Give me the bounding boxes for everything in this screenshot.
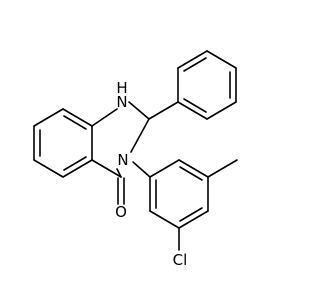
bond-inner <box>63 115 87 130</box>
bond <box>116 168 122 178</box>
bond <box>33 108 64 127</box>
bond <box>62 159 93 178</box>
atom-label-oxygen: O <box>115 203 127 221</box>
bond <box>177 50 208 69</box>
bond <box>178 210 209 229</box>
atom-label-nh-h: H <box>116 79 127 97</box>
bond <box>207 159 238 178</box>
bond <box>91 159 122 178</box>
bond-inner <box>183 98 207 113</box>
atom-labels: H N N O Cl <box>115 79 187 269</box>
atom-label-chlorine: Cl <box>173 251 188 269</box>
bond <box>149 159 180 178</box>
bond <box>178 159 209 178</box>
bond-inner <box>183 57 207 72</box>
bond <box>149 210 180 229</box>
bonds <box>33 50 238 251</box>
bond <box>91 108 118 127</box>
bond-inner <box>179 207 203 222</box>
bond <box>177 101 208 120</box>
bond <box>148 101 179 120</box>
atom-label-n1: N <box>116 93 127 111</box>
bond-inner <box>63 156 87 171</box>
bond <box>132 161 151 178</box>
bond <box>206 50 237 69</box>
bond-inner <box>179 166 203 181</box>
bond <box>128 101 150 120</box>
bond <box>62 108 93 127</box>
bond <box>206 101 237 120</box>
bond <box>130 118 150 153</box>
bond <box>33 159 64 178</box>
molecule-structure: H N N O Cl <box>33 50 238 269</box>
atom-label-n3: N <box>117 151 128 169</box>
